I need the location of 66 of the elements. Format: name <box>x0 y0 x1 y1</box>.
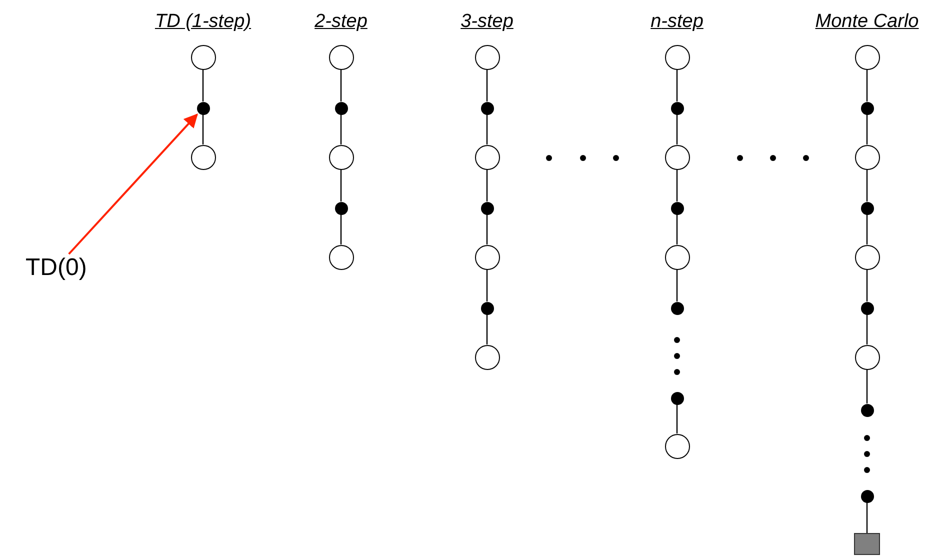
connector-line <box>486 170 488 202</box>
annotation-text: TD(0) <box>26 254 87 282</box>
state-circle <box>664 144 690 170</box>
connector-line <box>486 70 488 102</box>
state-circle <box>474 44 500 70</box>
column-heading: 3-step <box>460 11 514 33</box>
connector-line <box>676 404 678 434</box>
state-circle <box>328 244 354 270</box>
connector-line <box>486 214 488 244</box>
action-dot <box>670 392 684 404</box>
connector-line <box>676 270 678 302</box>
column-heading: Monte Carlo <box>815 11 919 33</box>
connector-line <box>866 214 868 244</box>
action-dot <box>670 202 684 214</box>
connector-line <box>202 114 204 144</box>
connector-line <box>340 170 342 202</box>
connector-line <box>676 170 678 202</box>
connector-line <box>866 502 868 533</box>
action-dot <box>670 102 684 114</box>
connector-line <box>340 70 342 102</box>
state-circle <box>854 344 880 370</box>
terminal-square <box>854 533 880 555</box>
connector-line <box>866 270 868 302</box>
connector-line <box>340 214 342 244</box>
connector-line <box>486 270 488 302</box>
state-circle <box>474 344 500 370</box>
connector-line <box>340 114 342 144</box>
state-circle <box>854 144 880 170</box>
action-dot <box>860 102 874 114</box>
state-circle <box>474 144 500 170</box>
state-circle <box>664 244 690 270</box>
state-circle <box>190 44 216 70</box>
action-dot <box>860 490 874 502</box>
column-heading: 2-step <box>314 11 368 33</box>
state-circle <box>854 44 880 70</box>
connector-line <box>866 370 868 404</box>
state-circle <box>190 144 216 170</box>
action-dot <box>334 102 348 114</box>
state-circle <box>854 244 880 270</box>
action-dot <box>860 202 874 214</box>
action-dot <box>196 102 210 114</box>
column-heading: n-step <box>650 11 704 33</box>
connector-line <box>676 214 678 244</box>
connector-line <box>866 70 868 102</box>
connector-line <box>202 70 204 102</box>
state-circle <box>664 434 690 458</box>
action-dot <box>860 404 874 416</box>
state-circle <box>328 44 354 70</box>
action-dot <box>480 102 494 114</box>
connector-line <box>866 314 868 344</box>
connector-line <box>866 114 868 144</box>
connector-line <box>676 70 678 102</box>
column-heading: TD (1-step) <box>154 11 252 33</box>
action-dot <box>670 302 684 314</box>
connector-line <box>486 114 488 144</box>
connector-line <box>866 170 868 202</box>
state-circle <box>328 144 354 170</box>
action-dot <box>860 302 874 314</box>
action-dot <box>480 302 494 314</box>
connector-line <box>676 114 678 144</box>
state-circle <box>474 244 500 270</box>
state-circle <box>664 44 690 70</box>
connector-line <box>68 113 198 255</box>
action-dot <box>480 202 494 214</box>
connector-line <box>486 314 488 344</box>
action-dot <box>334 202 348 214</box>
